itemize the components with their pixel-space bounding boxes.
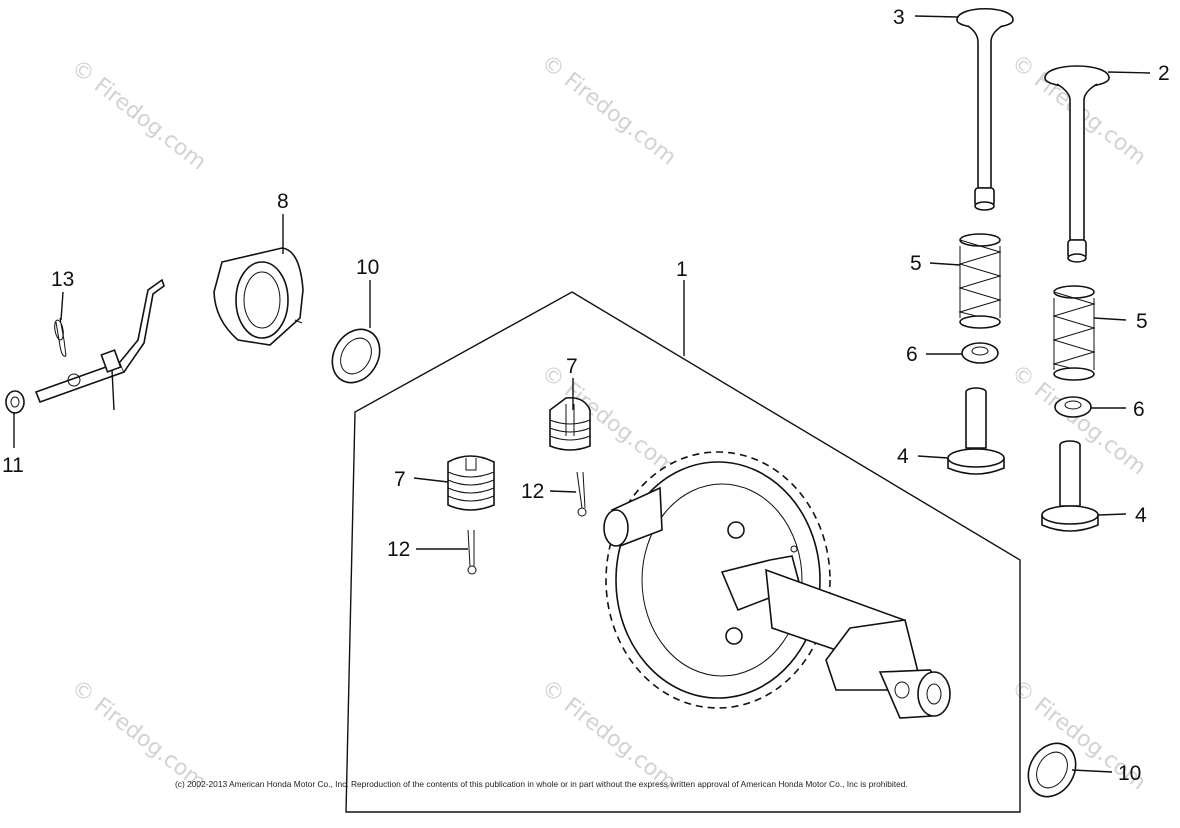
callout-12-lower: 12: [387, 538, 410, 561]
thrust-washer-upper: [331, 328, 381, 384]
callout-5-lower: 5: [1136, 310, 1148, 333]
governor-weight-right: [549, 396, 591, 451]
callout-5-upper: 5: [910, 252, 922, 275]
callout-4-lower: 4: [1135, 504, 1147, 527]
callout-10-upper: 10: [356, 256, 379, 279]
callout-11: 11: [2, 454, 24, 477]
governor-weight-left: [447, 455, 495, 511]
callout-7-left: 7: [394, 468, 406, 491]
callout-2: 2: [1158, 62, 1170, 85]
thrust-washer-lower: [1027, 742, 1077, 798]
seal-holder: [213, 247, 304, 346]
callout-8: 8: [277, 190, 289, 213]
leader-lines: [13, 15, 1151, 773]
retaining-clip: [54, 317, 67, 357]
callout-1: 1: [676, 258, 688, 281]
governor-shaft: [34, 278, 165, 404]
assembly-outline: [345, 291, 1021, 813]
weight-pin-upper: [576, 471, 587, 517]
callout-10-lower: 10: [1118, 762, 1141, 785]
valve-long: [1044, 65, 1110, 263]
callout-4-upper: 4: [897, 445, 909, 468]
watermark: © Firedog.com: [66, 55, 210, 175]
tappet-upper: [947, 387, 1005, 475]
tappet-lower: [1041, 440, 1099, 532]
valve-spring-lower: [1052, 285, 1096, 381]
watermark: © Firedog.com: [66, 675, 210, 795]
spring-retainer-lower: [1054, 396, 1092, 418]
watermark: © Firedog.com: [536, 50, 680, 170]
weight-pin-lower: [467, 529, 477, 575]
small-washer: [5, 390, 25, 414]
callout-6-upper: 6: [906, 343, 918, 366]
callout-7-right: 7: [566, 355, 578, 378]
callout-12-upper: 12: [521, 480, 544, 503]
callout-13: 13: [51, 268, 74, 291]
camshaft-gear: [603, 451, 951, 719]
callout-3: 3: [893, 6, 905, 29]
valve-short: [956, 7, 1014, 211]
valve-spring-upper: [958, 233, 1002, 329]
spring-retainer-upper: [961, 342, 999, 364]
callout-labels: 3 2 1 5 5 6 6 4 4 7 7 8 10 10 11 12 12 1…: [2, 6, 1170, 785]
copyright-notice: (c) 2002-2013 American Honda Motor Co., …: [175, 779, 908, 789]
watermark: © Firedog.com: [536, 675, 680, 795]
callout-6-lower: 6: [1133, 398, 1145, 421]
